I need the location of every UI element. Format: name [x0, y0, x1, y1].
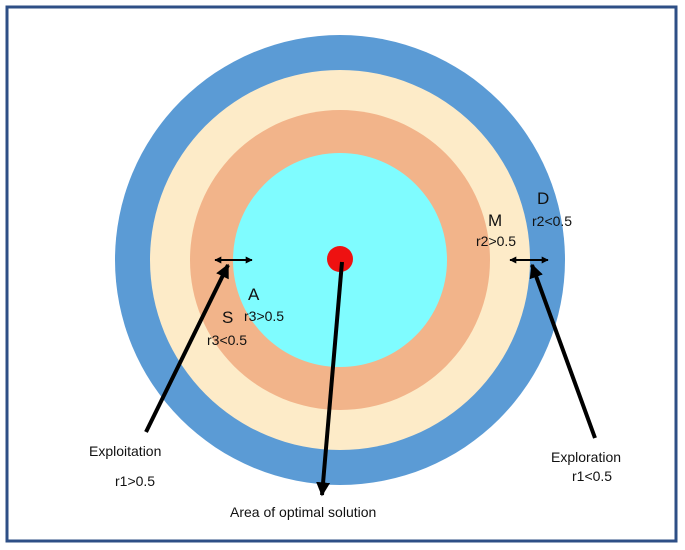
label-a-condition: r3>0.5 — [244, 308, 284, 324]
label-d: D — [537, 189, 549, 208]
exploitation-label: Exploitation — [89, 443, 161, 459]
optimal-solution-label: Area of optimal solution — [230, 504, 376, 520]
exploration-label: Exploration — [551, 449, 621, 465]
exploration-arrow — [529, 263, 597, 439]
exploitation-condition: r1>0.5 — [115, 473, 155, 489]
label-m: M — [488, 211, 502, 230]
exploitation-arrow — [144, 263, 230, 433]
label-d-condition: r2<0.5 — [532, 213, 572, 229]
exploration-condition: r1<0.5 — [572, 468, 612, 484]
label-s-condition: r3<0.5 — [207, 332, 247, 348]
label-a: A — [248, 285, 260, 304]
label-s: S — [222, 308, 233, 327]
label-m-condition: r2>0.5 — [476, 233, 516, 249]
optimal-point — [327, 246, 353, 272]
optimal-solution-arrow — [316, 261, 344, 497]
